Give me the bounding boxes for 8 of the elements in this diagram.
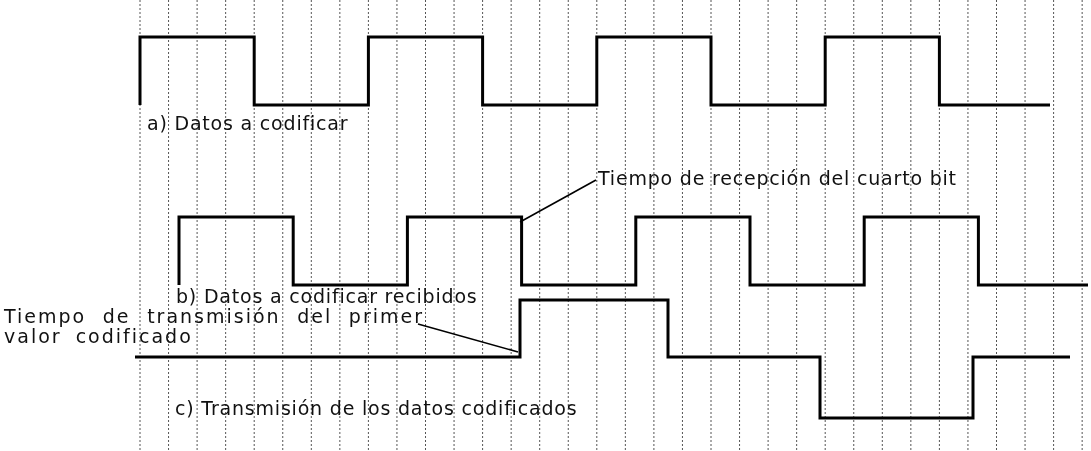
annotation-text: Tiempo de transmisión del primer valor codificado xyxy=(4,306,424,346)
square-wave xyxy=(138,35,1050,107)
waveform-caption: c) Transmisión de los datos codificados xyxy=(175,398,578,418)
annotation-text: Tiempo de recepción del cuarto bit xyxy=(598,168,957,188)
waveform-caption: b) Datos a codificar recibidos xyxy=(176,286,478,306)
leader-line xyxy=(417,323,519,353)
leader-line xyxy=(519,179,597,223)
square-wave xyxy=(177,215,1088,287)
